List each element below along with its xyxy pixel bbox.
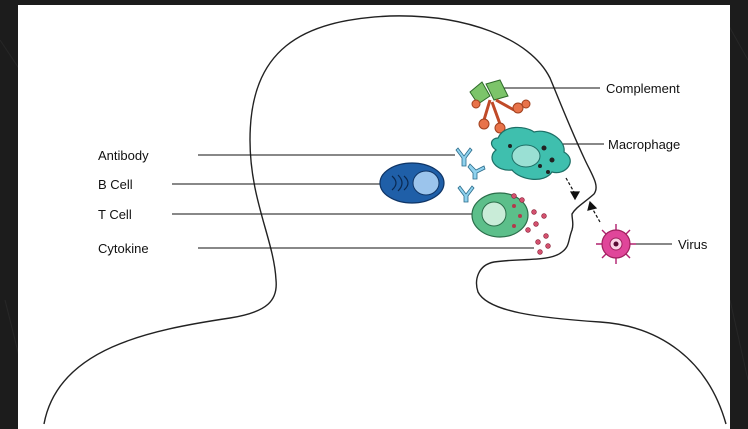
complement-icon [469,79,531,134]
t-cell-label: T Cell [98,207,132,222]
diagram-panel [18,5,730,429]
virus-label: Virus [678,237,708,252]
t-cell-icon [471,192,529,238]
arrow-icon [565,177,601,223]
macrophage-label: Macrophage [608,137,680,152]
virus-icon [596,224,636,264]
complement-label: Complement [606,81,680,96]
head-silhouette [43,15,727,425]
cytokine-icon [511,193,551,255]
b-cell-label: B Cell [98,177,133,192]
macrophage-icon [490,126,571,180]
leader-lines [172,87,672,249]
antibody-label: Antibody [98,148,149,163]
b-cell-icon [379,162,445,204]
cytokine-label: Cytokine [98,241,149,256]
antibody-icon [455,147,486,203]
